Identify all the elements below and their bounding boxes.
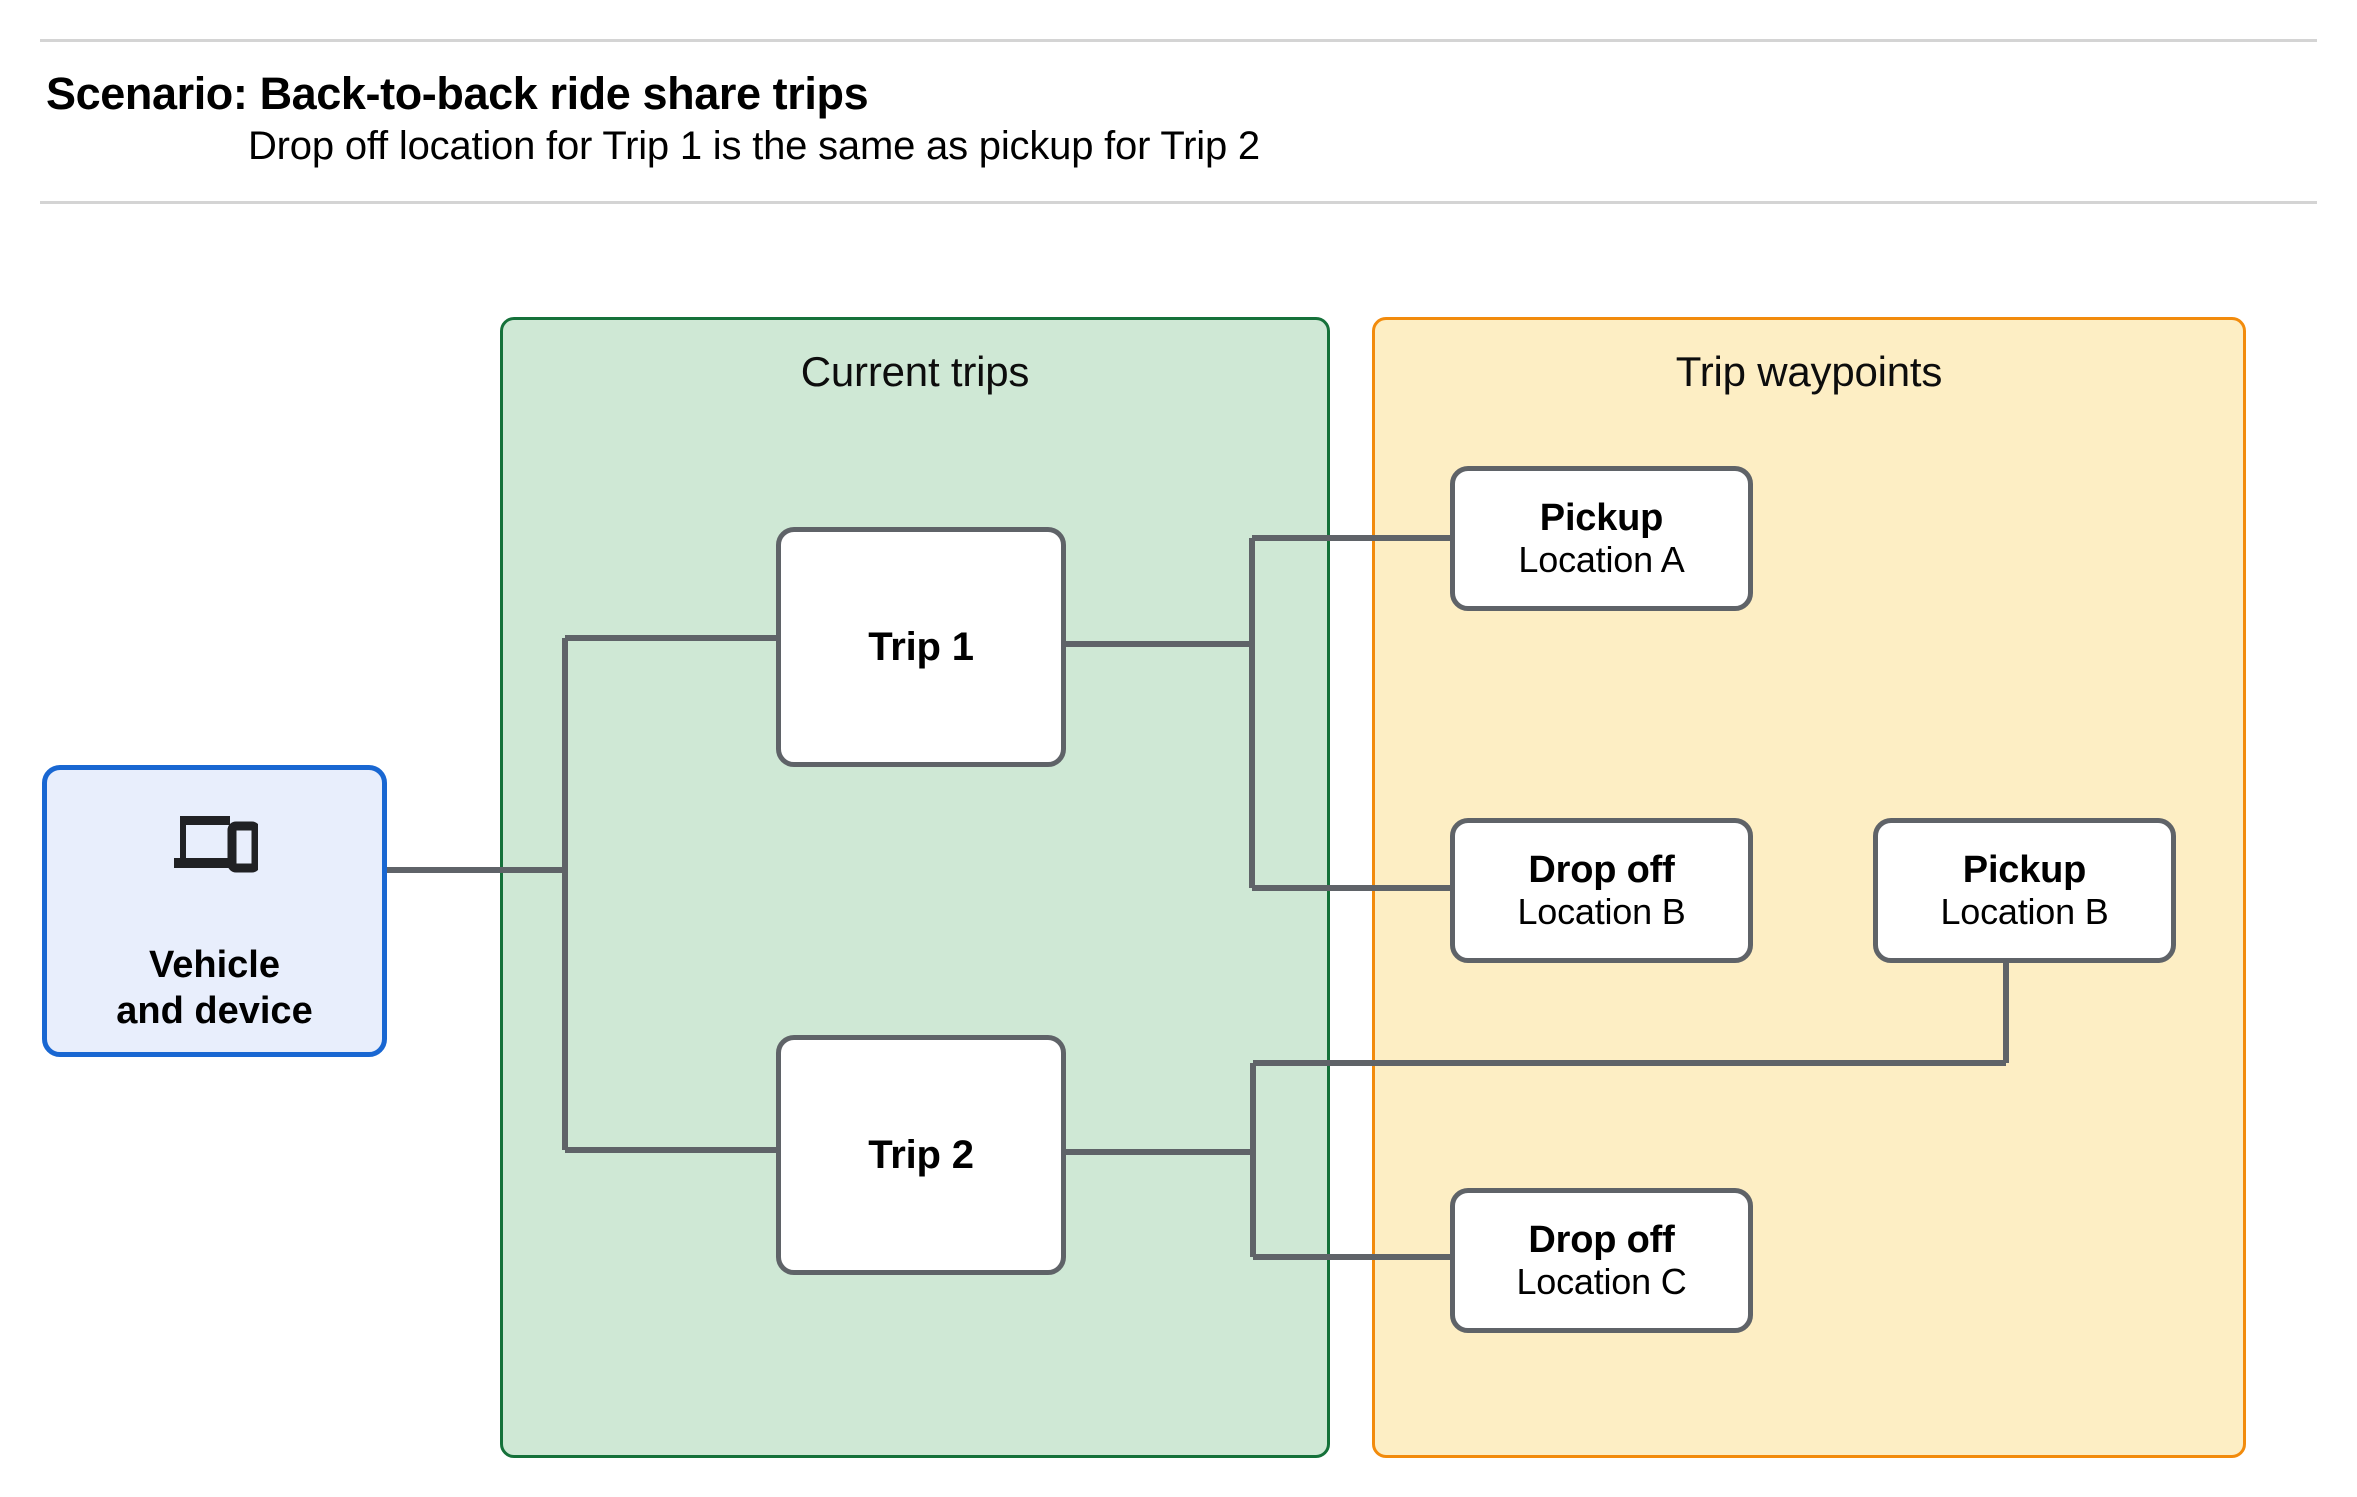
node-vehicle-and-device[interactable]: Vehicle and device: [42, 765, 387, 1057]
node-dropoff-b-sub: Location B: [1517, 891, 1686, 933]
page-title: Scenario: Back-to-back ride share trips: [46, 68, 869, 119]
node-dropoff-c-title: Drop off: [1528, 1218, 1675, 1261]
node-vehicle-line2: and device: [116, 989, 313, 1032]
group-trip-waypoints-label: Trip waypoints: [1675, 348, 1943, 395]
node-pickup-a-title: Pickup: [1539, 496, 1664, 539]
header-divider-top: [40, 39, 2317, 42]
header-divider-bottom: [40, 201, 2317, 204]
node-dropoff-location-b[interactable]: Drop off Location B: [1450, 818, 1753, 963]
node-vehicle-label: Vehicle and device: [116, 943, 312, 1034]
group-current-trips: Current trips: [500, 317, 1330, 1458]
node-pickup-a-sub: Location A: [1518, 539, 1685, 581]
devices-icon: [172, 810, 260, 879]
node-dropoff-b-title: Drop off: [1528, 848, 1675, 891]
node-pickup-location-a[interactable]: Pickup Location A: [1450, 466, 1753, 611]
node-dropoff-c-sub: Location C: [1516, 1261, 1687, 1303]
node-trip-1[interactable]: Trip 1: [776, 527, 1066, 767]
page-subtitle: Drop off location for Trip 1 is the same…: [248, 124, 1260, 168]
node-pickup-b-sub: Location B: [1940, 891, 2109, 933]
group-current-trips-label: Current trips: [800, 348, 1030, 395]
node-trip-2[interactable]: Trip 2: [776, 1035, 1066, 1275]
node-trip-1-label: Trip 1: [868, 624, 974, 669]
node-trip-2-label: Trip 2: [868, 1132, 974, 1177]
node-pickup-location-b[interactable]: Pickup Location B: [1873, 818, 2176, 963]
node-vehicle-line1: Vehicle: [149, 944, 280, 986]
node-pickup-b-title: Pickup: [1962, 848, 2087, 891]
node-dropoff-location-c[interactable]: Drop off Location C: [1450, 1188, 1753, 1333]
